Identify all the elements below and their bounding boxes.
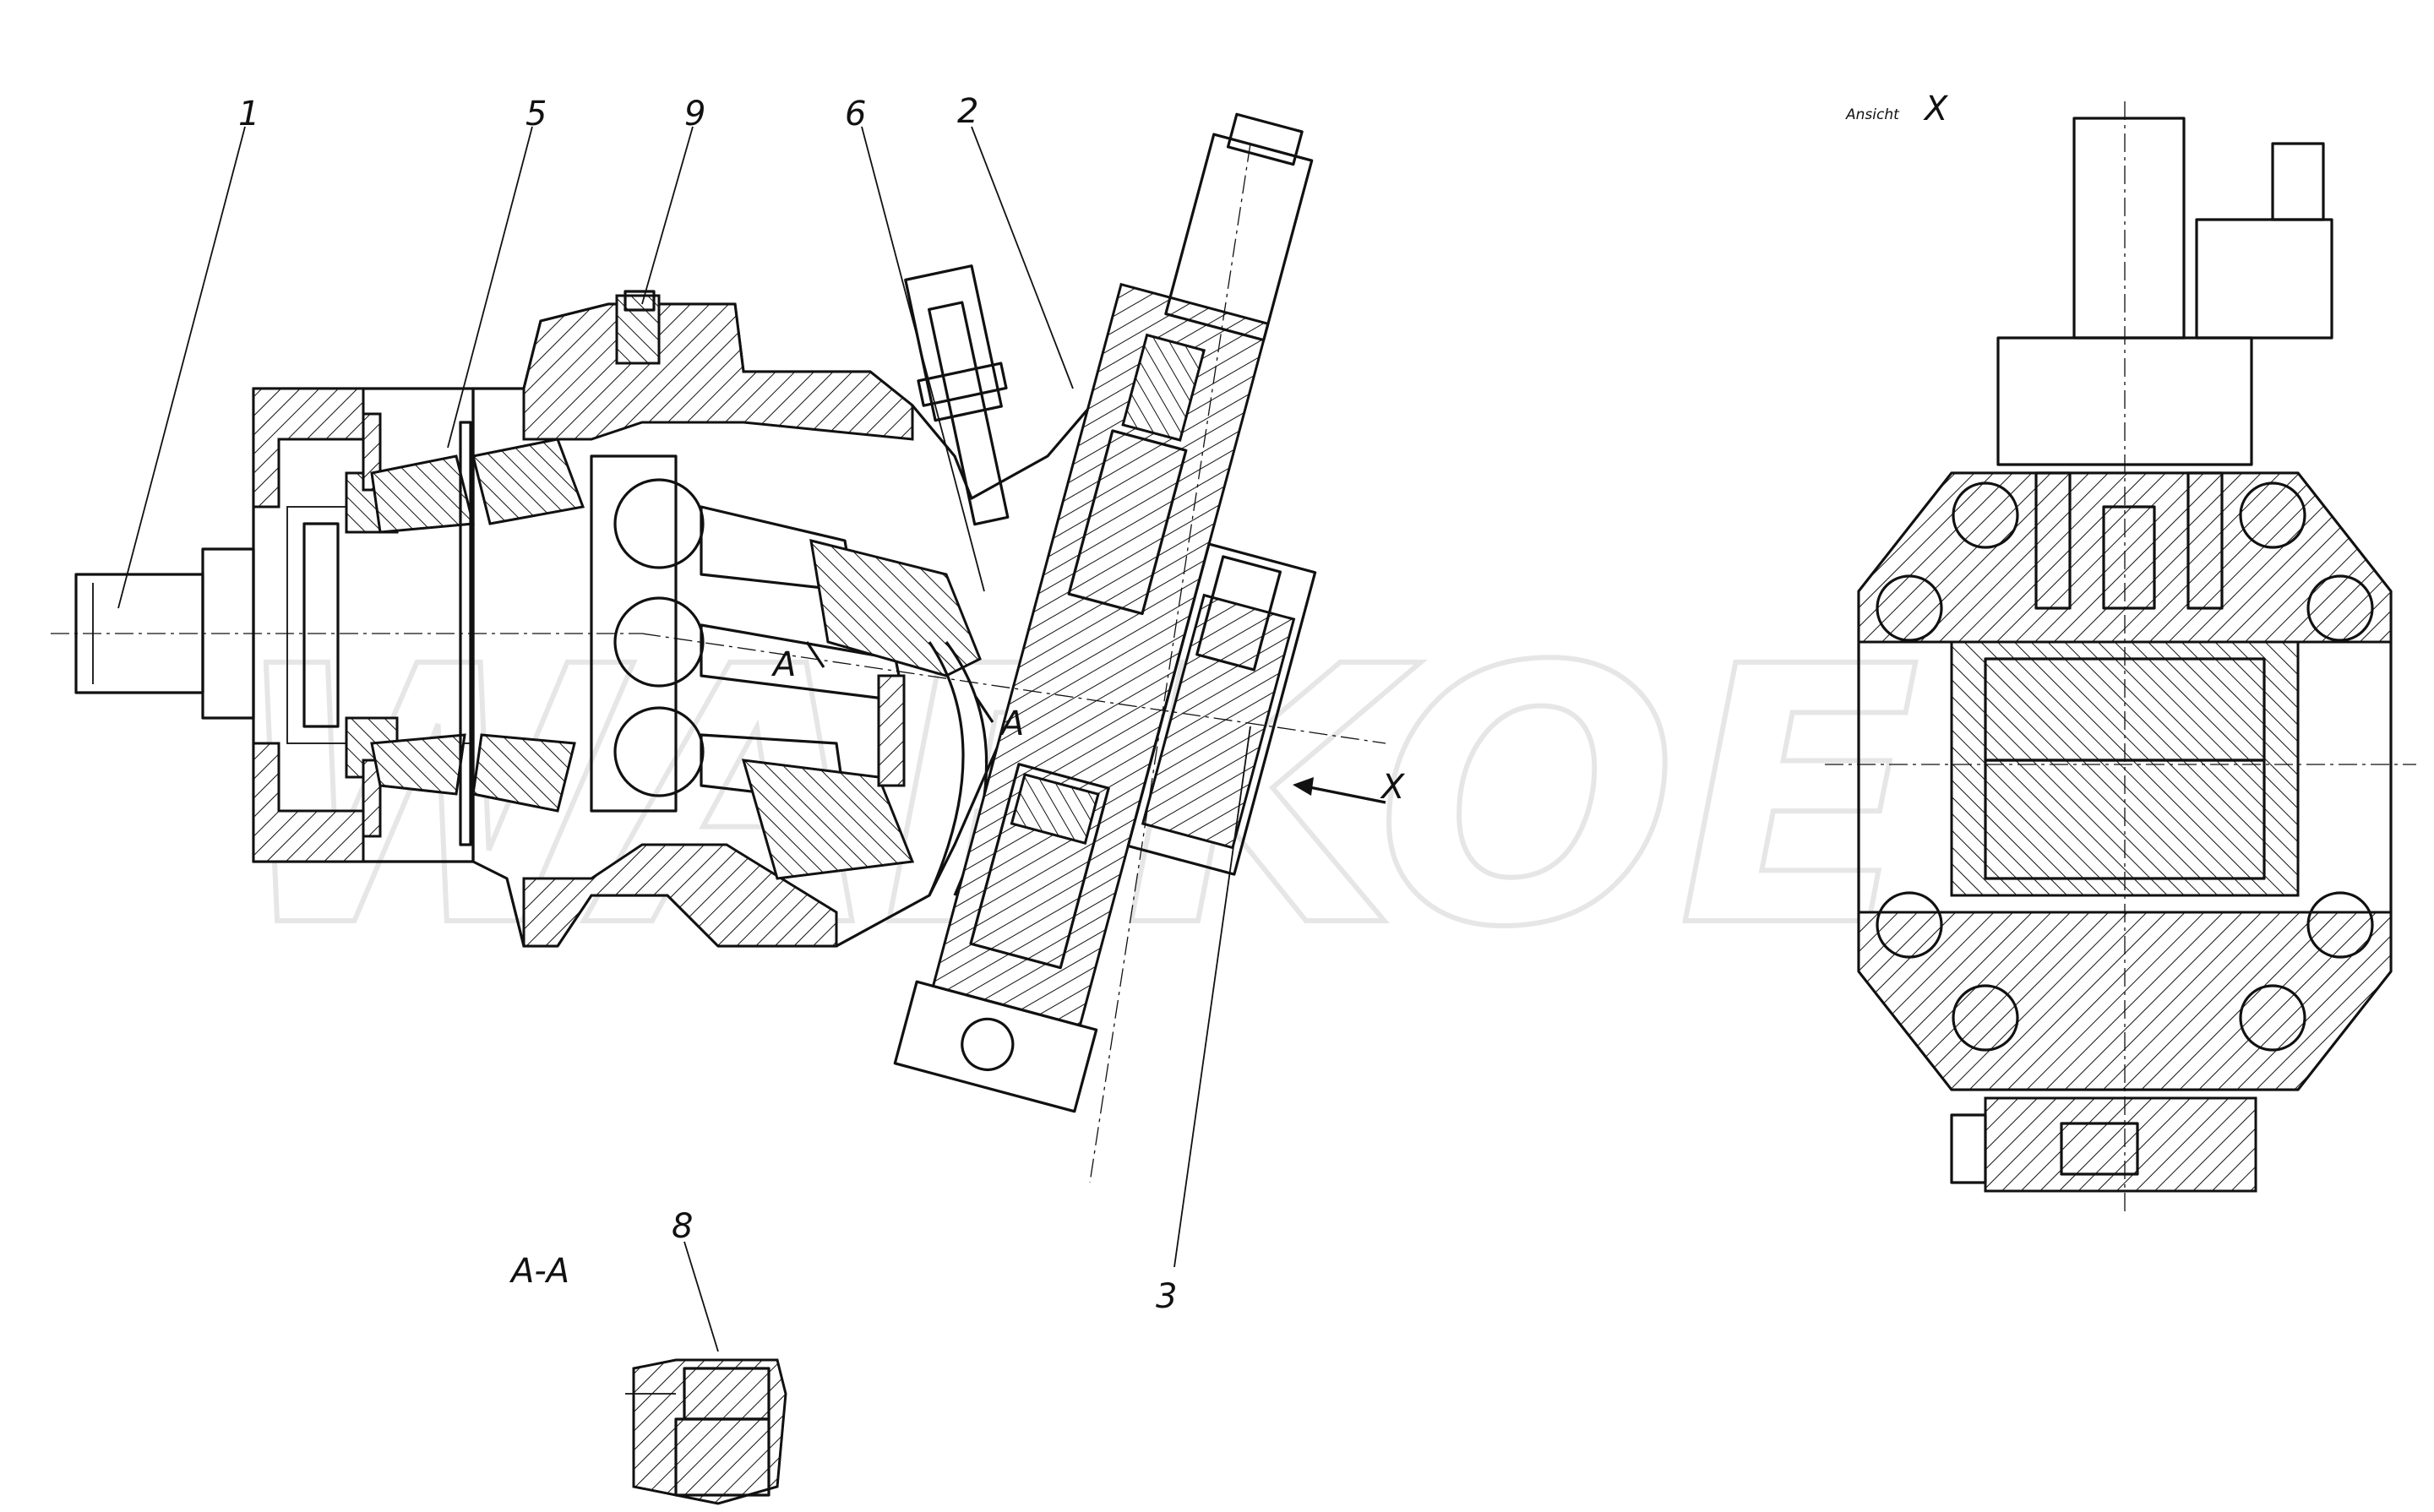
view-x xyxy=(1825,101,2416,1216)
view-label-ansicht-letter: X xyxy=(1923,90,1949,128)
main-section-view xyxy=(51,112,1386,1183)
section-aa-detail xyxy=(625,1358,787,1505)
solenoid-body xyxy=(2072,117,2186,340)
sensor-stem xyxy=(904,264,1010,526)
view-arrow-x xyxy=(1293,777,1386,804)
callout-3: 3 xyxy=(1156,1277,1177,1316)
cylinder-barrel xyxy=(590,454,988,896)
bolt-heads xyxy=(1876,481,2374,1052)
section-mark-a-upper: A xyxy=(770,645,796,684)
callout-9: 9 xyxy=(684,95,705,133)
callout-leaders xyxy=(117,126,1251,1352)
callout-labels: 1 5 9 6 2 3 8 Ansicht X X A A A-A xyxy=(238,90,1949,1316)
section-marks xyxy=(805,641,994,723)
barrel-center-line xyxy=(641,633,1386,744)
callout-8: 8 xyxy=(672,1207,693,1246)
callout-5: 5 xyxy=(525,95,547,133)
section-label-aa: A-A xyxy=(509,1252,569,1291)
view-label-ansicht: Ansicht xyxy=(1845,106,1900,123)
callout-1: 1 xyxy=(238,95,259,133)
control-valve-block xyxy=(893,112,1317,1113)
view-arrow-x-label: X xyxy=(1380,768,1406,807)
tapered-roller-bearings xyxy=(370,421,585,846)
callout-2: 2 xyxy=(957,92,978,131)
section-mark-a-lower: A xyxy=(999,704,1024,743)
solenoid-connector xyxy=(2195,218,2333,340)
callout-6: 6 xyxy=(845,95,866,133)
valve-center-line xyxy=(1089,143,1251,1183)
